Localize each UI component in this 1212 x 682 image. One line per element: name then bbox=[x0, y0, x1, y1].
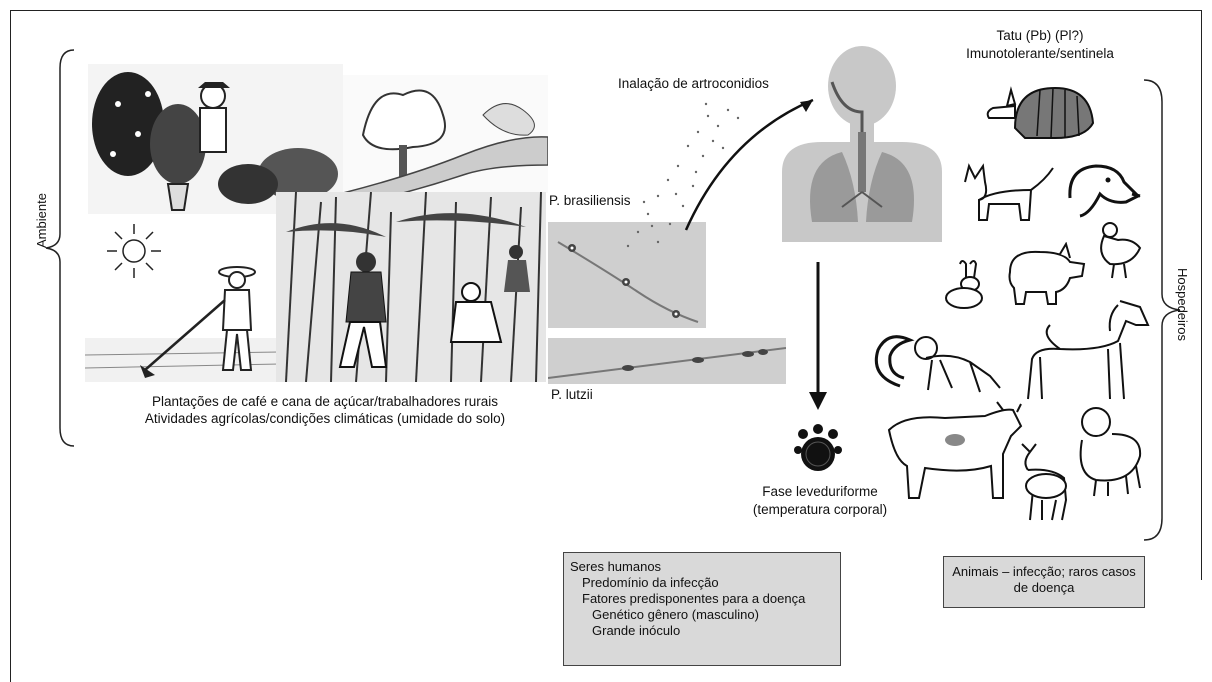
frame-left-border bbox=[10, 10, 11, 682]
animals-info-box: Animais – infecção; raros casos de doenç… bbox=[943, 556, 1145, 608]
down-arrow-icon bbox=[806, 262, 830, 412]
rabbit-illustration bbox=[940, 258, 992, 310]
cow-illustration bbox=[885, 400, 1025, 504]
p-lutzii-micrograph bbox=[548, 338, 786, 384]
human-lungs-illustration bbox=[772, 42, 947, 242]
hospedeiros-label: Hospedeiros bbox=[1175, 268, 1190, 341]
sugarcane-workers-illustration bbox=[276, 192, 546, 382]
humans-box-line: Grande inóculo bbox=[564, 623, 840, 639]
armadillo-label-line1: Tatu (Pb) (Pl?) bbox=[930, 27, 1150, 44]
monkey-illustration bbox=[870, 326, 1006, 394]
horse-illustration bbox=[1020, 295, 1154, 405]
goat-illustration bbox=[1012, 440, 1072, 524]
frame-top-border bbox=[10, 10, 1202, 11]
animals-box-line1: Animais – infecção; raros casos bbox=[944, 564, 1144, 580]
environment-caption-line1: Plantações de café e cana de açúcar/trab… bbox=[100, 393, 550, 410]
sheep-illustration bbox=[1072, 404, 1146, 498]
humans-box-title: Seres humanos bbox=[564, 559, 840, 575]
humans-box-line: Genético gênero (masculino) bbox=[564, 607, 840, 623]
environment-caption-line2: Atividades agrícolas/condições climática… bbox=[100, 410, 550, 427]
yeast-cell-icon bbox=[788, 420, 848, 480]
ambiente-brace bbox=[40, 48, 80, 448]
p-lutzii-label: P. lutzii bbox=[551, 386, 593, 403]
cat-illustration bbox=[955, 160, 1055, 222]
humans-box-line: Predomínio da infecção bbox=[564, 575, 840, 591]
armadillo-label-line2: Imunotolerante/sentinela bbox=[930, 45, 1150, 62]
humans-info-box: Seres humanos Predomínio da infecção Fat… bbox=[563, 552, 841, 666]
chicken-illustration bbox=[1092, 218, 1144, 280]
inhalation-label: Inalação de artroconidios bbox=[618, 75, 769, 92]
animals-box-line2: de doença bbox=[944, 580, 1144, 596]
armadillo-illustration bbox=[985, 78, 1100, 148]
ambiente-label: Ambiente bbox=[34, 193, 49, 248]
frame-right-border bbox=[1201, 10, 1202, 580]
farmer-hoeing-illustration bbox=[85, 260, 280, 382]
dog-illustration bbox=[1060, 158, 1142, 220]
humans-box-line: Fatores predisponentes para a doença bbox=[564, 591, 840, 607]
river-landscape-illustration bbox=[343, 75, 548, 193]
